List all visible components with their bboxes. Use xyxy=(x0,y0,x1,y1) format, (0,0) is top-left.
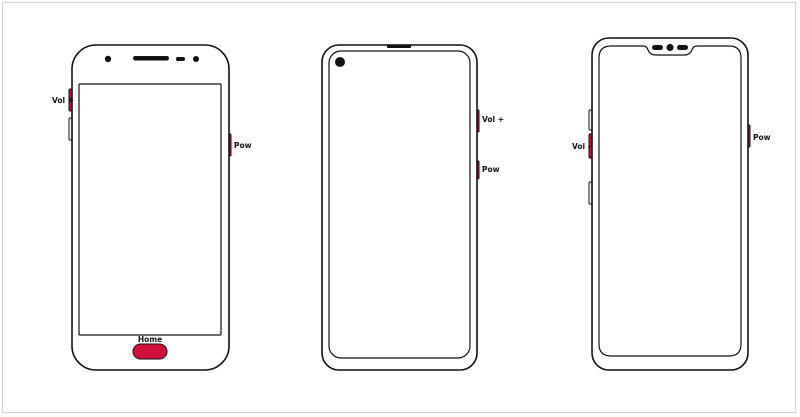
phone-notch: Vol - Pow xyxy=(572,37,771,371)
phone-screen xyxy=(598,45,742,357)
power-label: Pow xyxy=(753,133,771,142)
earpiece-speaker-icon xyxy=(387,45,411,48)
notch-icon xyxy=(652,43,688,52)
sensor-icon xyxy=(193,56,199,62)
punch-hole-camera-icon xyxy=(335,57,345,67)
power-label: Pow xyxy=(482,165,500,174)
earpiece-speaker-icon xyxy=(133,56,169,61)
phone-home-button: Vol + Pow Home xyxy=(52,44,252,371)
volume-label: Vol - xyxy=(572,142,591,151)
home-button-icon xyxy=(132,343,168,360)
power-label: Pow xyxy=(234,141,252,150)
front-camera-icon xyxy=(104,55,112,63)
volume-label: Vol + xyxy=(52,96,74,105)
sensor-icon xyxy=(176,57,185,61)
phone-punch-hole: Vol + Pow xyxy=(321,44,504,371)
phone-screen xyxy=(78,83,222,336)
home-label: Home xyxy=(138,335,162,344)
phone-screen xyxy=(328,50,471,359)
volume-label: Vol + xyxy=(482,115,504,124)
